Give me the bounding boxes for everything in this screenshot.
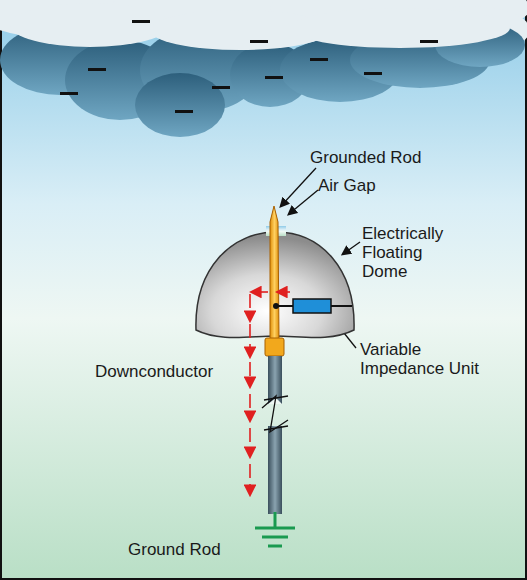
part-label: Variable Impedance Unit [360, 340, 490, 378]
charge-mark [175, 110, 193, 113]
part-label: Downconductor [95, 362, 235, 381]
charge-mark [132, 20, 150, 23]
part-label: Electrically Floating Dome [362, 224, 462, 281]
part-label: Grounded Rod [310, 148, 450, 167]
charge-mark [212, 86, 230, 89]
charge-mark [364, 72, 382, 75]
charge-mark [250, 40, 268, 43]
charge-mark [265, 76, 283, 79]
charge-mark [420, 40, 438, 43]
charge-mark [60, 92, 78, 95]
charge-mark [310, 58, 328, 61]
charge-mark [88, 68, 106, 71]
part-label: Air Gap [318, 176, 418, 195]
part-label: Ground Rod [128, 540, 248, 559]
